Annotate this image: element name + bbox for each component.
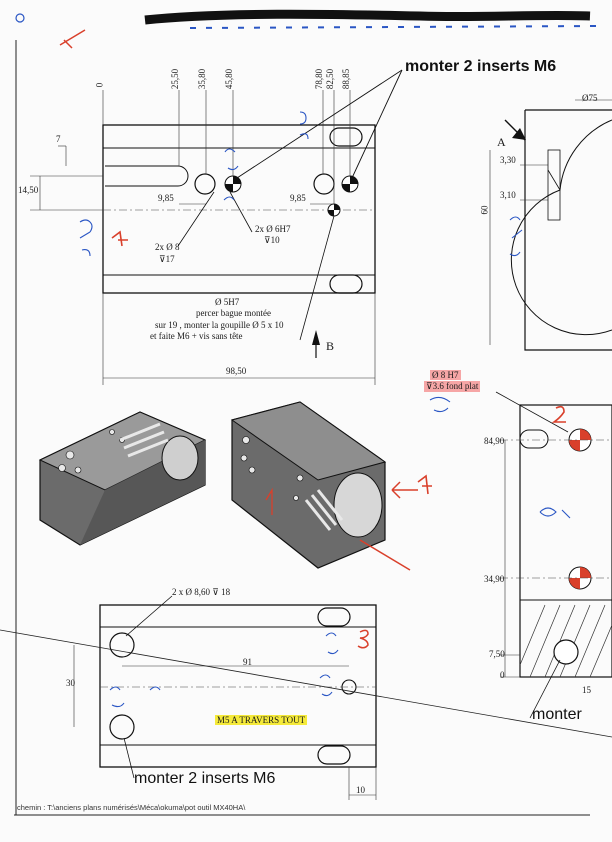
dim-1450: 14,50 bbox=[18, 185, 39, 195]
oblong-hole-top bbox=[329, 127, 363, 147]
bottom-hole-label: 2 x Ø 8,60 ⊽ 18 bbox=[172, 587, 231, 597]
dim-330: 3,30 bbox=[500, 155, 516, 165]
top-view bbox=[30, 69, 403, 385]
dim-9850: 98,50 bbox=[226, 366, 247, 376]
bottom-oblong-top bbox=[317, 607, 351, 627]
top-view-slot bbox=[105, 165, 189, 187]
dim-985-right: 9,85 bbox=[290, 193, 306, 203]
leader-bottom-hole bbox=[125, 595, 173, 637]
iso-right-holes bbox=[240, 436, 304, 501]
iso-left-bore bbox=[161, 435, 199, 481]
callout-inserts-bottom: monter 2 inserts M6 bbox=[134, 770, 276, 787]
hand-number-4-top bbox=[111, 230, 128, 247]
right-view-bore bbox=[510, 119, 612, 336]
red-scribble bbox=[359, 539, 411, 571]
hand-number-4-iso bbox=[417, 474, 432, 495]
bottom-view-outline bbox=[99, 604, 377, 768]
top-view-outline bbox=[102, 124, 376, 294]
callout-inserts-top: monter 2 inserts M6 bbox=[405, 58, 557, 75]
hole-8h7-label: Ø 8 H7 bbox=[430, 370, 461, 380]
dim-7: 7 bbox=[56, 134, 61, 144]
dim-3490: 34,90 bbox=[484, 574, 505, 584]
dim-75: Ø75 bbox=[582, 93, 598, 103]
dim-0-right: 0 bbox=[500, 670, 505, 680]
leader-insert-left bbox=[236, 69, 403, 179]
hand-number-3 bbox=[357, 629, 369, 649]
m5-through-note: M5 A TRAVERS TOUT bbox=[215, 715, 308, 725]
insert-mark-left-fill bbox=[225, 176, 241, 192]
pin-note-4: et faite M6 + vis sans tête bbox=[150, 331, 243, 341]
leader-bottom-insert bbox=[123, 737, 135, 779]
right-feature-1 bbox=[547, 169, 561, 191]
isometric-view-right bbox=[230, 401, 418, 571]
hole-2x6h7-label: 2x Ø 6H7 bbox=[255, 224, 291, 234]
leader-pin bbox=[299, 215, 335, 341]
hole-2x8-depth: ⊽17 bbox=[159, 254, 175, 264]
bottom-hole-1 bbox=[109, 632, 135, 658]
blue-handwriting-line bbox=[189, 25, 601, 29]
hole-2x6h7-depth: ⊽10 bbox=[264, 235, 280, 245]
dim-91: 91 bbox=[243, 657, 252, 667]
view-b-arrow bbox=[312, 330, 320, 345]
bottom-oblong-bottom bbox=[317, 745, 351, 765]
dim-10: 10 bbox=[356, 785, 365, 795]
pin-mark-fill bbox=[328, 204, 340, 216]
hand-number-2 bbox=[551, 405, 566, 423]
leader-hole-8 bbox=[177, 191, 215, 247]
dim-310: 3,10 bbox=[500, 190, 516, 200]
dim-30: 30 bbox=[66, 678, 75, 688]
dim-750: 7,50 bbox=[489, 649, 505, 659]
right-view bbox=[489, 99, 612, 351]
pin-note-2: percer bague montée bbox=[196, 308, 271, 318]
paper-fold-line bbox=[0, 629, 612, 738]
hand-number-1-iso bbox=[265, 487, 273, 515]
hand-mark-circle bbox=[15, 13, 25, 23]
dim-15: 15 bbox=[582, 685, 591, 695]
iso-right-top-face bbox=[230, 401, 387, 481]
leader-8h7 bbox=[495, 391, 569, 433]
red-arrow-face-4 bbox=[391, 481, 418, 499]
lower-right-view bbox=[495, 391, 612, 719]
hole-8-left bbox=[194, 173, 216, 195]
iso-right-bore bbox=[333, 472, 383, 538]
callout-inserts-right: monter bbox=[532, 706, 582, 723]
lower-right-oblong bbox=[519, 429, 549, 449]
oblong-hole-bottom bbox=[329, 274, 363, 294]
hole-2x8-label: 2x Ø 8 bbox=[155, 242, 180, 252]
view-b-label: B bbox=[326, 339, 335, 353]
dim-985-left: 9,85 bbox=[158, 193, 174, 203]
hole-8h7-depth: ⊽3.6 fond plat bbox=[424, 381, 481, 392]
bottom-view bbox=[0, 595, 612, 800]
hand-mark-red-top bbox=[59, 29, 86, 49]
file-path: chemin : T:\anciens plans numérisés\Méca… bbox=[17, 803, 246, 812]
leader-insert-lower-right bbox=[529, 659, 561, 719]
view-a-label: A bbox=[497, 135, 506, 149]
lower-right-hole bbox=[553, 639, 579, 665]
hand-blue-notes bbox=[79, 111, 571, 708]
right-feature-slot bbox=[547, 149, 561, 221]
iso-left-slots bbox=[119, 422, 169, 458]
isometric-view-left bbox=[38, 411, 207, 546]
view-a-arrow bbox=[512, 128, 526, 140]
leader-insert-right bbox=[351, 69, 403, 179]
pin-note-1: Ø 5H7 bbox=[215, 297, 240, 307]
scribbled-heading bbox=[144, 9, 591, 25]
pin-note-3: sur 19 , monter la goupille Ø 5 x 10 bbox=[155, 320, 284, 330]
lower-right-outline bbox=[519, 404, 612, 678]
bottom-hole-2 bbox=[109, 714, 135, 740]
insert-mark-right-fill bbox=[342, 176, 358, 192]
iso-right-slots bbox=[304, 489, 344, 531]
dim-8490: 84,90 bbox=[484, 436, 505, 446]
